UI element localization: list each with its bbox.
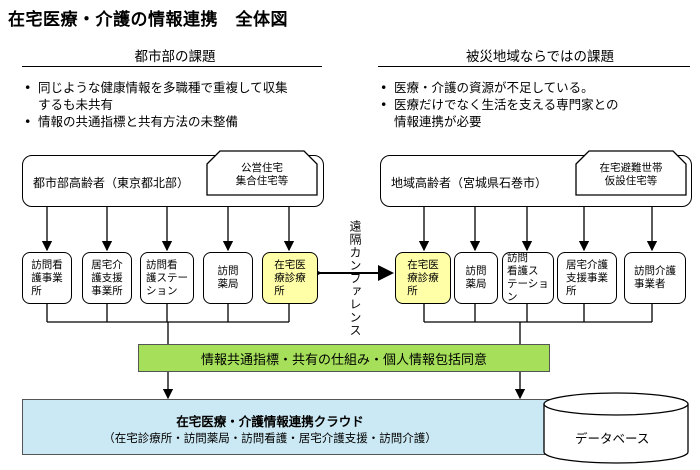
left-population-label: 都市部高齢者（東京都北部）: [33, 176, 190, 190]
left-issue-item: 同じような健康情報を多職種で重複して収集 するも未共有: [22, 79, 332, 113]
left-issue-item: 情報の共通指標と共有方法の未整備: [22, 113, 332, 130]
right-issue-item: 医療だけでなく生活を支える専門家との 情報連携が必要: [378, 96, 688, 130]
page-title: 在宅医療・介護の情報連携 全体図: [8, 10, 288, 30]
right-service-box: 訪問介護 事業者: [624, 252, 686, 304]
right-population-label: 地域高齢者（宮城県石巻市）: [391, 176, 548, 190]
right-service-box: 居宅介護 支援事業 所: [557, 252, 617, 304]
right-section-heading: 被災地域ならではの課題: [465, 49, 615, 65]
right-service-box: 訪問 看護ス テーション: [502, 252, 554, 304]
database-icon: [543, 392, 689, 464]
left-service-box: 居宅介 護支援 事業所: [82, 252, 132, 304]
right-housing-shape: [575, 150, 687, 196]
right-heading-rule: [378, 66, 690, 67]
right-service-box: 訪問 薬局: [454, 252, 498, 304]
right-issue-list: 医療・介護の資源が不足している。 医療だけでなく生活を支える専門家との 情報連携…: [378, 79, 688, 130]
shared-framework-bar: 情報共通指標・共有の仕組み・個人情報包括同意: [138, 344, 550, 372]
cloud-subtitle: （在宅診療所・訪問薬局・訪問看護・居宅介護支援・訪問介護）: [103, 431, 437, 445]
left-housing-label: 公営住宅 集合住宅等: [235, 162, 289, 187]
left-heading-rule: [22, 66, 322, 67]
left-section-heading: 都市部の課題: [134, 49, 216, 65]
left-issue-list: 同じような健康情報を多職種で重複して収集 するも未共有 情報の共通指標と共有方法…: [22, 79, 332, 130]
right-housing-label: 在宅避難世帯 仮設住宅等: [599, 162, 663, 187]
right-clinic-box: 在宅医 療診療 所: [395, 252, 451, 304]
remote-conference-label: 遠隔カンファレンス: [348, 220, 362, 337]
left-service-box: 訪問看 護ステー ション: [140, 252, 194, 304]
right-issue-item: 医療・介護の資源が不足している。: [378, 79, 688, 96]
cloud-title: 在宅医療・介護情報連携クラウド: [176, 414, 364, 429]
left-housing-shape: [206, 150, 318, 196]
left-clinic-box: 在宅医 療診療 所: [262, 252, 318, 304]
left-service-box: 訪問 薬局: [203, 252, 253, 304]
left-service-box: 訪問看 護事業 所: [22, 252, 72, 304]
database-label: データベース: [575, 431, 650, 446]
